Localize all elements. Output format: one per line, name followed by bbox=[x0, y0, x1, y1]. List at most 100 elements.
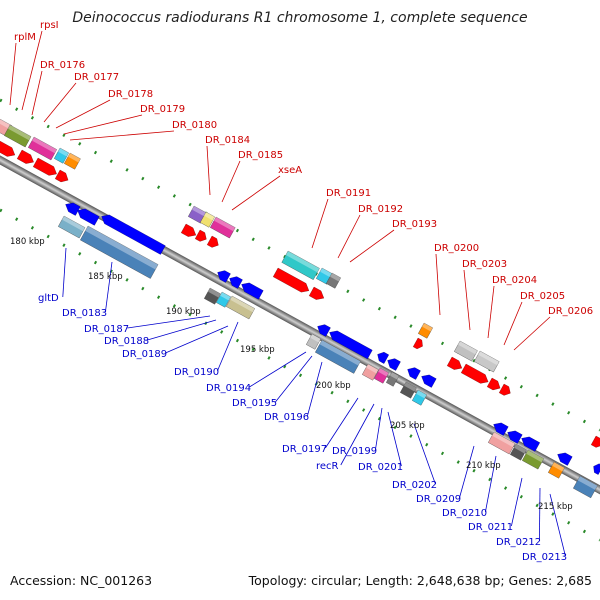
gene-label-DR_0187[interactable]: DR_0187 bbox=[84, 324, 129, 335]
gene-label-rpsI[interactable]: rpsI bbox=[40, 20, 59, 31]
leader-DR_0179 bbox=[63, 114, 143, 135]
tick-label-5: 205 kbp bbox=[390, 421, 425, 431]
label-leaders bbox=[9, 30, 566, 557]
leader-DR_0209 bbox=[459, 445, 475, 499]
gene-label-DR_0206[interactable]: DR_0206 bbox=[548, 306, 593, 317]
reverse-feature-1 bbox=[80, 225, 159, 279]
gene-label-gltD[interactable]: gltD bbox=[38, 293, 59, 304]
gene-label-DR_0178[interactable]: DR_0178 bbox=[108, 89, 153, 100]
gene-label-DR_0203[interactable]: DR_0203 bbox=[462, 259, 507, 270]
reverse-feature-9 bbox=[386, 371, 400, 387]
forward-cds-14 bbox=[590, 435, 600, 448]
gene-label-DR_0209[interactable]: DR_0209 bbox=[416, 494, 461, 505]
leader-DR_0189 bbox=[165, 325, 229, 354]
leader-DR_0210 bbox=[485, 455, 497, 513]
gene-label-DR_0197[interactable]: DR_0197 bbox=[282, 444, 327, 455]
gene-label-xseA[interactable]: xseA bbox=[278, 165, 302, 176]
gene-label-DR_0200[interactable]: DR_0200 bbox=[434, 243, 479, 254]
leader-DR_0187 bbox=[127, 315, 211, 329]
gene-label-DR_0180[interactable]: DR_0180 bbox=[172, 120, 217, 131]
leader-xseA bbox=[231, 175, 281, 211]
leader-DR_0176 bbox=[31, 70, 43, 116]
tick-label-4: 200 kbp bbox=[316, 381, 351, 391]
reverse-feature-6 bbox=[315, 339, 361, 374]
gene-label-DR_0177[interactable]: DR_0177 bbox=[74, 72, 119, 83]
forward-feature-11 bbox=[418, 322, 433, 339]
tick-label-7: 215 kbp bbox=[538, 502, 573, 512]
reverse-cds-4 bbox=[229, 276, 243, 289]
gene-label-DR_0179[interactable]: DR_0179 bbox=[140, 104, 185, 115]
gene-label-DR_0189[interactable]: DR_0189 bbox=[122, 349, 167, 360]
forward-feature-12 bbox=[454, 340, 478, 362]
reverse-cds-13 bbox=[507, 430, 523, 444]
reverse-cds-8 bbox=[377, 352, 389, 364]
gene-label-DR_0204[interactable]: DR_0204 bbox=[492, 275, 537, 286]
forward-cds-10 bbox=[446, 356, 463, 370]
topology-text: Topology: circular; Length: 2,648,638 bp… bbox=[248, 573, 592, 588]
leader-gltD bbox=[62, 247, 67, 298]
forward-feature-10 bbox=[326, 272, 341, 289]
gene-label-DR_0191[interactable]: DR_0191 bbox=[326, 188, 371, 199]
leader-DR_0177 bbox=[43, 82, 77, 123]
leader-DR_0184 bbox=[206, 145, 211, 196]
leader-DR_0180 bbox=[69, 130, 175, 141]
reverse-feature-10 bbox=[400, 381, 417, 399]
gene-label-DR_0193[interactable]: DR_0193 bbox=[392, 219, 437, 230]
gene-label-DR_0194[interactable]: DR_0194 bbox=[206, 383, 251, 394]
forward-cds-2 bbox=[32, 157, 57, 176]
tick-label-0: 180 kbp bbox=[10, 237, 45, 247]
gene-label-DR_0176[interactable]: DR_0176 bbox=[40, 60, 85, 71]
leader-DR_0194 bbox=[249, 351, 307, 388]
leader-DR_0196 bbox=[307, 361, 323, 417]
gene-label-DR_0205[interactable]: DR_0205 bbox=[520, 291, 565, 302]
leader-DR_0201 bbox=[387, 411, 402, 467]
reverse-cds-1 bbox=[77, 208, 100, 226]
reverse-cds-14 bbox=[521, 436, 540, 452]
forward-feature-7 bbox=[210, 216, 236, 239]
tick-label-2: 190 kbp bbox=[166, 307, 201, 317]
reverse-feature-5 bbox=[306, 333, 321, 350]
map-title: Deinococcus radiodurans R1 chromosome 1,… bbox=[72, 10, 527, 26]
forward-feature-2 bbox=[28, 136, 57, 161]
reverse-cds-5 bbox=[241, 282, 264, 300]
forward-feature-4 bbox=[64, 152, 81, 170]
forward-cds-4 bbox=[180, 223, 197, 237]
forward-cds-7 bbox=[272, 267, 310, 293]
reverse-feature-3 bbox=[216, 291, 231, 308]
gene-label-DR_0212[interactable]: DR_0212 bbox=[496, 537, 541, 548]
gene-label-DR_0211[interactable]: DR_0211 bbox=[468, 522, 513, 533]
reverse-feature-7 bbox=[362, 363, 379, 381]
leader-rpsI bbox=[21, 30, 43, 111]
gene-label-DR_0192[interactable]: DR_0192 bbox=[358, 204, 403, 215]
forward-feature-1 bbox=[4, 124, 32, 148]
tick-label-6: 210 kbp bbox=[466, 461, 501, 471]
forward-cds-11 bbox=[460, 363, 489, 384]
leader-DR_0188 bbox=[147, 319, 217, 341]
reverse-cds-12 bbox=[493, 422, 509, 436]
gene-label-DR_0210[interactable]: DR_0210 bbox=[442, 508, 487, 519]
gene-label-DR_0213[interactable]: DR_0213 bbox=[522, 552, 567, 563]
forward-cds-6 bbox=[206, 235, 219, 248]
reverse-feature-11 bbox=[412, 389, 427, 406]
reverse-cds-0 bbox=[65, 202, 81, 216]
leader-DR_0185 bbox=[221, 160, 241, 203]
leader-DR_0205 bbox=[503, 301, 523, 346]
gene-label-DR_0199[interactable]: DR_0199 bbox=[332, 446, 377, 457]
gene-label-recR[interactable]: recR bbox=[316, 461, 339, 472]
gene-label-DR_0184[interactable]: DR_0184 bbox=[205, 135, 250, 146]
reverse-feature-14 bbox=[522, 449, 544, 470]
reverse-feature-12 bbox=[488, 431, 516, 455]
gene-label-DR_0202[interactable]: DR_0202 bbox=[392, 480, 437, 491]
gene-label-DR_0196[interactable]: DR_0196 bbox=[264, 412, 309, 423]
forward-cds-9 bbox=[412, 337, 423, 350]
gene-label-DR_0185[interactable]: DR_0185 bbox=[238, 150, 283, 161]
gene-label-DR_0201[interactable]: DR_0201 bbox=[358, 462, 403, 473]
forward-feature-8 bbox=[281, 250, 320, 280]
gene-label-DR_0188[interactable]: DR_0188 bbox=[104, 336, 149, 347]
gene-label-DR_0183[interactable]: DR_0183 bbox=[62, 308, 107, 319]
gene-label-DR_0190[interactable]: DR_0190 bbox=[174, 367, 219, 378]
reverse-cds-10 bbox=[407, 367, 421, 380]
gene-label-DR_0195[interactable]: DR_0195 bbox=[232, 398, 277, 409]
gene-label-rplM[interactable]: rplM bbox=[14, 32, 36, 43]
